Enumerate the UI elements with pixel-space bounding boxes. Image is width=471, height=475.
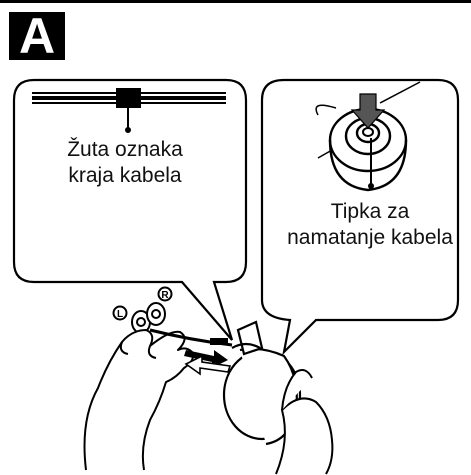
- yellow-mark-label-line1: Žuta oznaka: [22, 137, 228, 163]
- yellow-mark-label-line2: kraja kabela: [22, 163, 228, 189]
- earbud-left-mark: L: [117, 309, 123, 320]
- left-hand: [85, 330, 194, 470]
- earbud-right-mark: R: [161, 290, 169, 301]
- left-callout-bubble: [14, 80, 246, 340]
- wind-button-label-line2: namatanje kabela: [270, 225, 470, 251]
- yellow-cable-end-mark: [116, 88, 141, 108]
- yellow-mark-label: Žuta oznaka kraja kabela: [22, 137, 228, 189]
- wind-button-label-line1: Tipka za: [270, 199, 470, 225]
- wind-button-label: Tipka za namatanje kabela: [270, 199, 470, 251]
